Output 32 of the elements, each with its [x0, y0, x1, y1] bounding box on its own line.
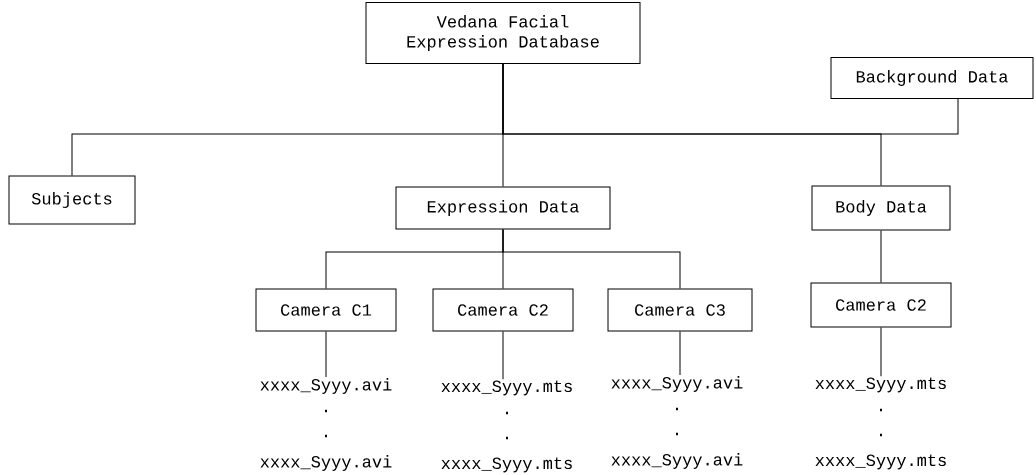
ellipsis-dot: . [325, 434, 327, 438]
category-box: Background Data [830, 57, 1034, 99]
category-box: Subjects [8, 175, 136, 225]
file-name: xxxx_Syyy.mts [441, 457, 572, 473]
connector-line [679, 331, 681, 376]
title-box: Vedana Facial Expression Database [365, 2, 641, 64]
ellipsis-dot: . [880, 433, 882, 437]
file-name: xxxx_Syyy.mts [815, 454, 946, 470]
file-name: xxxx_Syyy.avi [611, 453, 743, 469]
connector-line [502, 229, 681, 289]
file-name: xxxx_Syyy.mts [815, 377, 946, 393]
ellipsis-dot: . [676, 407, 678, 411]
file-name: xxxx_Syyy.avi [260, 378, 392, 394]
file-name: xxxx_Syyy.avi [260, 455, 392, 471]
connector-line [325, 331, 327, 378]
ellipsis-dot: . [325, 409, 327, 413]
connector-line [880, 327, 882, 377]
ellipsis-dot: . [880, 408, 882, 412]
connector-line [502, 63, 882, 186]
ellipsis-dot: . [506, 436, 508, 440]
category-box: Camera C3 [607, 288, 753, 332]
ellipsis-dot: . [676, 432, 678, 436]
connector-line [502, 331, 504, 380]
category-box: Expression Data [395, 186, 611, 230]
file-name: xxxx_Syyy.mts [441, 380, 572, 396]
category-box: Camera C2 [432, 288, 574, 332]
ellipsis-dot: . [506, 411, 508, 415]
category-box: Camera C2 [810, 282, 952, 328]
file-name: xxxx_Syyy.avi [611, 376, 743, 392]
category-box: Camera C1 [255, 288, 397, 332]
category-box: Body Data [811, 185, 951, 231]
connector-line [880, 230, 882, 283]
